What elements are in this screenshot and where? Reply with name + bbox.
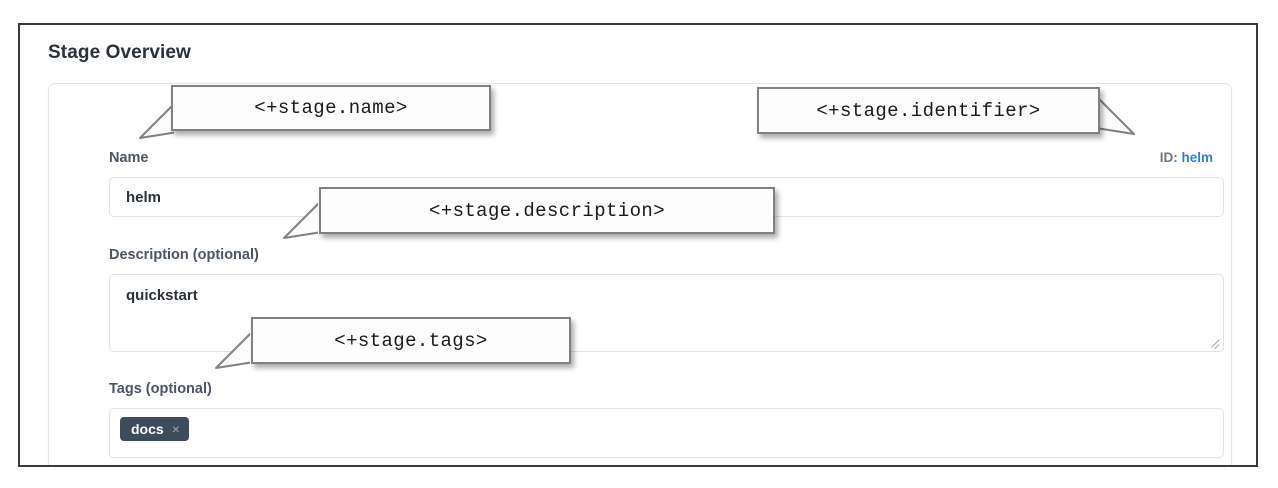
callout-stage-tags: <+stage.tags> bbox=[251, 317, 571, 364]
stage-identifier-label: ID: bbox=[1159, 150, 1178, 165]
callout-stage-identifier-text: <+stage.identifier> bbox=[816, 99, 1041, 122]
callout-stage-name-text: <+stage.name> bbox=[254, 97, 408, 119]
tags-input[interactable]: docs × bbox=[109, 408, 1224, 458]
textarea-resize-handle-icon[interactable] bbox=[1209, 335, 1222, 348]
tag-chip-docs[interactable]: docs × bbox=[120, 417, 189, 441]
callout-stage-identifier: <+stage.identifier> bbox=[757, 87, 1100, 134]
callout-stage-name: <+stage.name> bbox=[171, 85, 491, 131]
stage-identifier-value[interactable]: helm bbox=[1181, 150, 1213, 165]
callout-stage-tags-text: <+stage.tags> bbox=[334, 329, 488, 352]
callout-stage-description: <+stage.description> bbox=[319, 187, 775, 234]
name-field-label: Name bbox=[109, 150, 149, 166]
stage-identifier-readout: ID: helm bbox=[1160, 150, 1213, 165]
tags-field-label: Tags (optional) bbox=[109, 381, 212, 397]
callout-stage-description-text: <+stage.description> bbox=[428, 199, 666, 222]
overview-card: Name ID: helm Description (optional) Tag… bbox=[48, 83, 1232, 465]
tag-chip-label: docs bbox=[131, 421, 164, 437]
page-title: Stage Overview bbox=[48, 42, 191, 63]
description-field-label: Description (optional) bbox=[109, 247, 259, 263]
tag-remove-icon[interactable]: × bbox=[171, 421, 180, 437]
